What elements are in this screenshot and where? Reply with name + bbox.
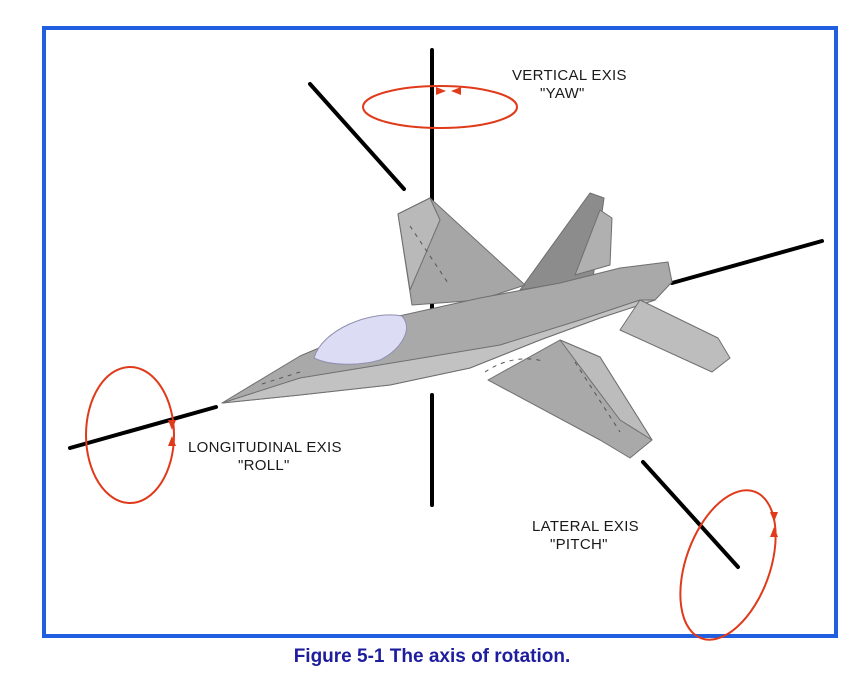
lateral-axis-label: LATERAL EXIS [532,518,639,535]
roll-rotation-ellipse [85,366,175,504]
yaw-arrowhead-right [436,87,446,95]
panel-lines [261,225,621,433]
wing-upper-highlight [397,197,441,291]
pitch-rotation-ellipse [679,489,777,641]
wing-lower-highlight [559,339,653,441]
pitch-label: "PITCH" [550,536,608,553]
yaw-label: "YAW" [540,85,585,102]
longitudinal-axis-line-right [670,239,824,285]
vertical-axis-label: VERTICAL EXIS [512,67,627,84]
roll-arrowhead-up [168,436,176,446]
rotation-arrowheads [168,87,778,537]
rotation-ellipse-icon [85,85,777,641]
lateral-axis-line-lower [641,460,740,569]
engine-exhaust [619,299,731,373]
longitudinal-axis-line-left [68,405,218,450]
yaw-rotation-ellipse [362,85,518,129]
figure-caption: Figure 5-1 The axis of rotation. [293,646,571,667]
pitch-arrowhead-up [770,527,778,537]
yaw-arrowhead-left [451,87,461,95]
fuselage-lower [221,299,656,404]
fighter-jet-icon [221,192,731,459]
pitch-arrowhead-down [770,512,778,522]
roll-label: "ROLL" [238,457,290,474]
wing-lower [487,339,653,459]
canopy [313,314,407,365]
tail-fin-right [574,209,613,276]
longitudinal-axis-label: LONGITUDINAL EXIS [188,439,342,456]
lateral-axis-line-upper [308,82,406,191]
roll-arrowhead-down [168,420,176,430]
